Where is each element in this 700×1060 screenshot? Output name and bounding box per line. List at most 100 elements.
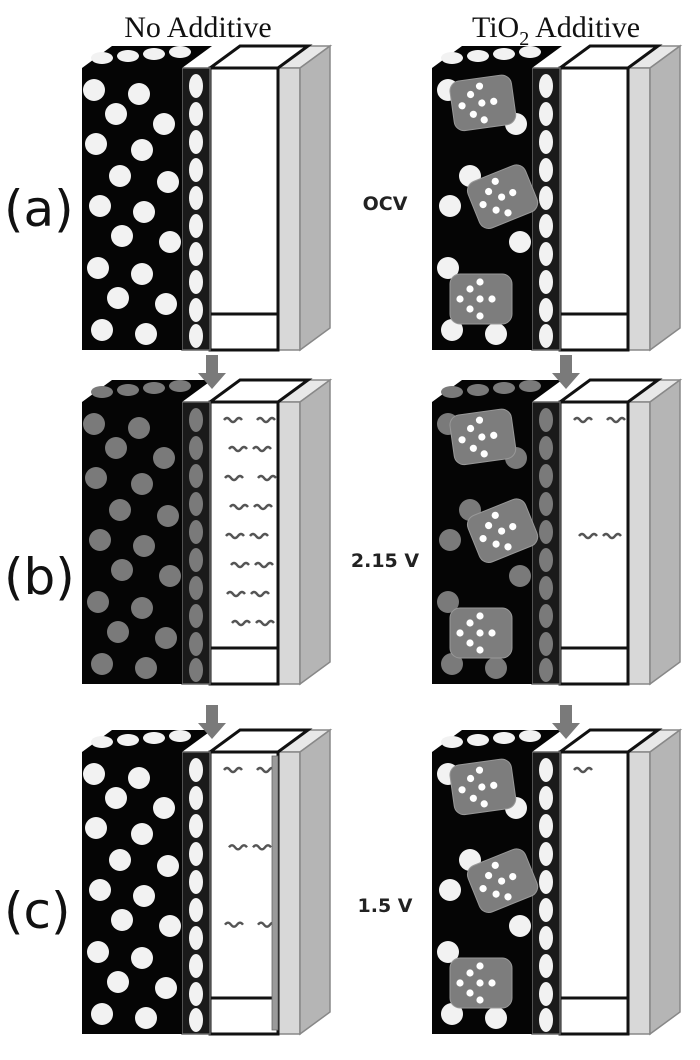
polysulfide-species [252, 445, 272, 453]
electrode-particle [107, 971, 129, 993]
deposit-layer [271, 755, 279, 1031]
tio2-dot [504, 209, 512, 217]
electrode-particle [153, 447, 175, 469]
tio2-dot [479, 200, 487, 209]
electrode-particle [153, 113, 175, 135]
tio2-dot [504, 893, 512, 901]
column-title-tio2-subscript: 2 [519, 28, 529, 50]
interface-particle [539, 242, 553, 266]
electrode-particle [509, 915, 531, 937]
tio2-dot [469, 110, 477, 118]
interface-particle [189, 408, 203, 432]
polysulfide-species [223, 416, 243, 424]
interface-particle [189, 186, 203, 210]
interface-particle [189, 870, 203, 894]
interface-particle [539, 130, 553, 154]
tio2-dot [475, 82, 484, 90]
electrode-particle [85, 133, 107, 155]
interface-particle [189, 270, 203, 294]
row-label-a: (a) [4, 180, 74, 238]
tio2-dot [466, 424, 475, 433]
electrode-top-particle [143, 48, 165, 60]
tio2-dot [492, 540, 500, 548]
interface-particle [539, 926, 553, 950]
polysulfide-species [228, 445, 248, 453]
separator-side [299, 728, 331, 1036]
interface-particle [189, 1008, 203, 1032]
row-label-b: (b) [4, 548, 75, 606]
condition-label-c: 1.5 V [358, 895, 413, 917]
separator-front [277, 401, 301, 685]
tio2-dot [466, 619, 474, 627]
interface-particle [539, 814, 553, 838]
tio2-dot [504, 543, 512, 551]
interface-particle [189, 898, 203, 922]
polysulfide-species [230, 561, 250, 569]
tio2-dot [466, 989, 474, 997]
process-arrows [198, 355, 580, 739]
interface-particle [189, 632, 203, 656]
polysulfide-species [224, 474, 244, 482]
separator-front [627, 751, 651, 1035]
tio2-agglomerate [449, 957, 513, 1009]
interface-particle [539, 74, 553, 98]
interface-particle [539, 214, 553, 238]
electrode-particle [131, 139, 153, 161]
separator-side [649, 378, 681, 686]
electrode-top-particle [117, 50, 139, 62]
electrode-particle [133, 201, 155, 223]
electrode-top-particle [493, 732, 515, 744]
electrode-particle [128, 767, 150, 789]
electrode-top-particle [91, 736, 113, 748]
tio2-agglomerate [466, 164, 539, 229]
electrode-particle [128, 83, 150, 105]
interface-particle [539, 520, 553, 544]
polysulfide-species [256, 416, 276, 424]
down-arrow [198, 355, 226, 389]
tio2-dot [492, 890, 500, 898]
down-arrow [552, 355, 580, 389]
electrode-particle [109, 165, 131, 187]
interface-particle [189, 464, 203, 488]
electrode-particle [439, 195, 461, 217]
tio2-agglomerate [449, 758, 517, 816]
tio2-dot [476, 962, 484, 970]
electrode-particle [155, 627, 177, 649]
interface-particle [189, 758, 203, 782]
tio2-dot [478, 99, 486, 107]
condition-label-b: 2.15 V [351, 550, 419, 572]
interface-particle [539, 158, 553, 182]
tio2-dot [498, 193, 506, 201]
electrode-particle [91, 319, 113, 341]
electrode-top-particle [117, 734, 139, 746]
electrode-top-particle [467, 384, 489, 396]
interface-particle [189, 814, 203, 838]
electrode-particle [109, 499, 131, 521]
electrolyte-front [208, 400, 280, 686]
interface-particle [189, 324, 203, 348]
electrode-particle [437, 257, 459, 279]
tio2-dot [456, 629, 464, 637]
column-title-no-additive: No Additive [124, 11, 272, 44]
down-arrow [198, 705, 226, 739]
column-title-tio2-main: TiO [472, 11, 519, 44]
electrode-particle [83, 413, 105, 435]
electrode-particle [131, 947, 153, 969]
electrode-particle [131, 597, 153, 619]
tio2-dot [476, 278, 484, 286]
electrode-particle [107, 621, 129, 643]
tio2-dot [466, 969, 474, 977]
electrode-top-particle [143, 732, 165, 744]
interface-particle [189, 214, 203, 238]
interface-particle [189, 548, 203, 572]
tio2-dot [476, 312, 484, 320]
separator-front [627, 67, 651, 351]
polysulfide-species [253, 503, 273, 511]
electrode-particle [128, 417, 150, 439]
interface-particle [539, 604, 553, 628]
interface-particle [539, 436, 553, 460]
tio2-dot [476, 996, 484, 1004]
separator-front [277, 67, 301, 351]
polysulfide-species [231, 619, 251, 627]
electrode-particle [157, 171, 179, 193]
